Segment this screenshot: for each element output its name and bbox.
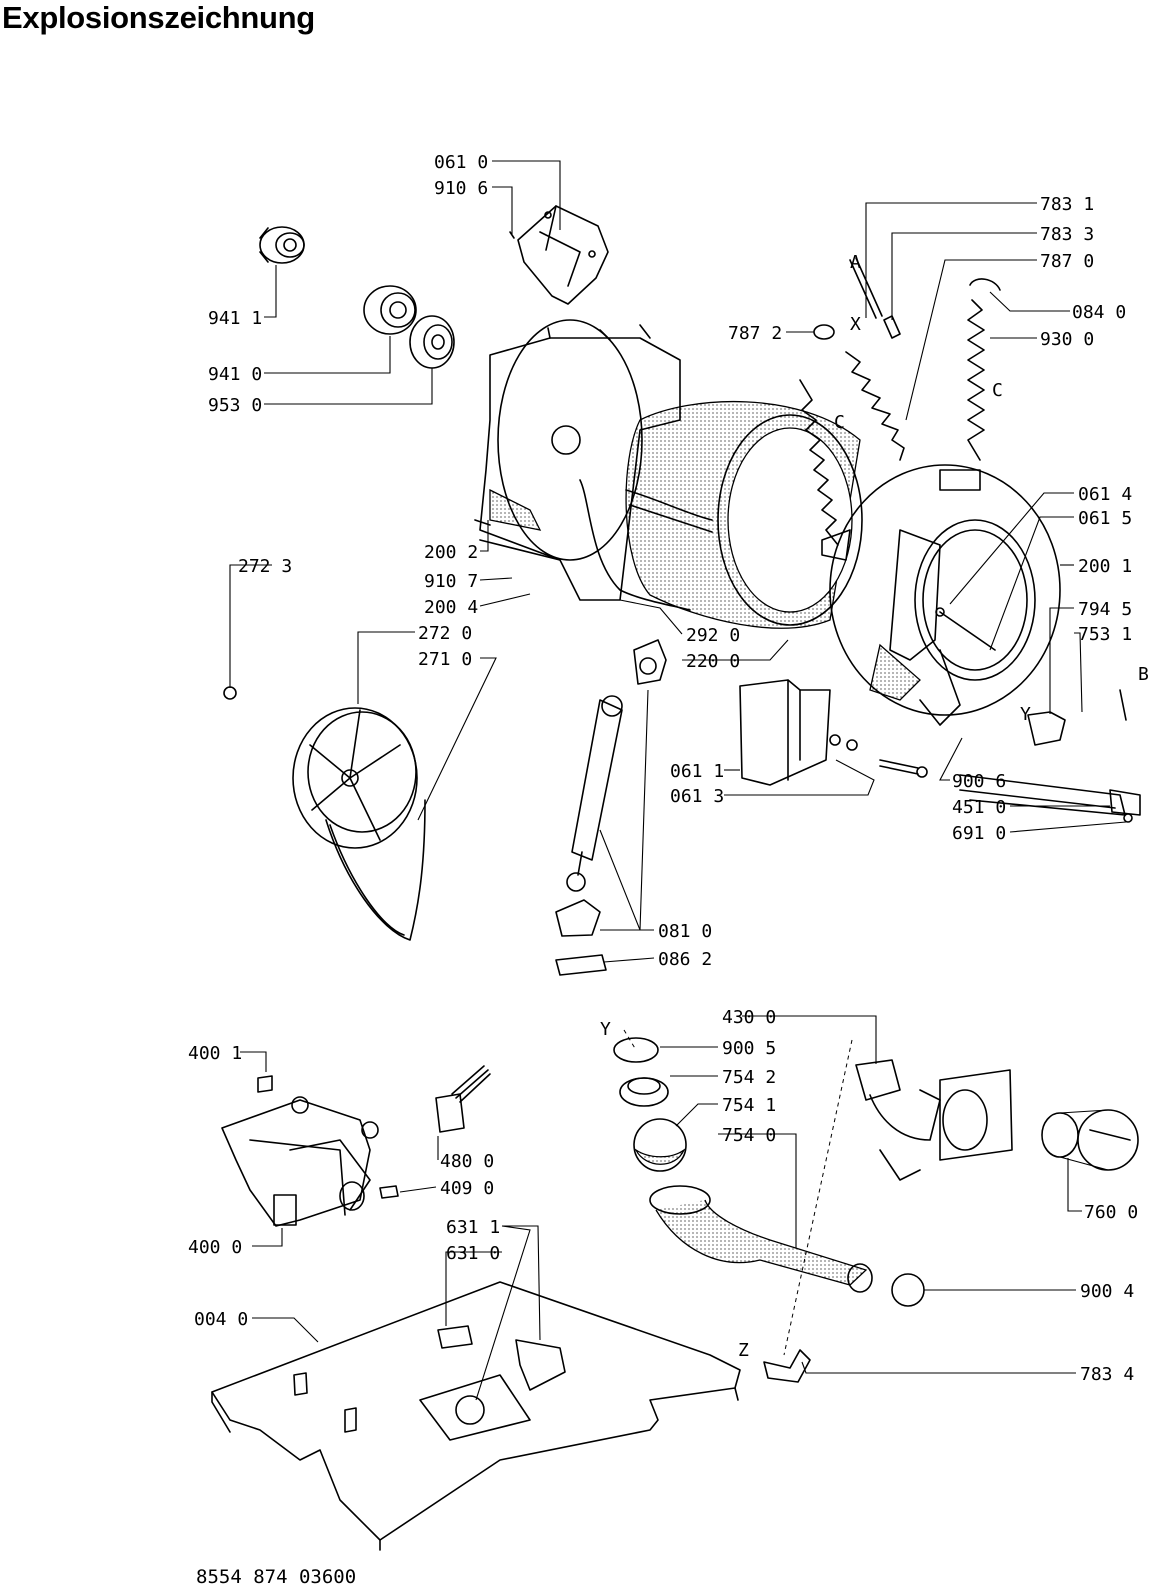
label-292-0: 292 0 (686, 625, 740, 646)
label-084-0: 084 0 (1072, 302, 1126, 323)
label-451-0: 451 0 (952, 797, 1006, 818)
document-number: 8554 874 03600 (196, 1566, 357, 1588)
label-953-0: 953 0 (208, 395, 262, 416)
label-900-6: 900 6 (952, 771, 1006, 792)
label-061-0-top: 061 0 (434, 152, 488, 173)
label-400-1: 400 1 (188, 1043, 242, 1064)
label-783-3: 783 3 (1040, 224, 1094, 245)
ref-letter-c-left: C (834, 412, 845, 433)
label-754-0: 754 0 (722, 1125, 776, 1146)
label-061-4: 061 4 (1078, 484, 1132, 505)
clamp-ring-drawing (613, 1037, 659, 1063)
label-691-0: 691 0 (952, 823, 1006, 844)
pressure-hose-drawing (813, 257, 905, 461)
shock-absorber-drawing (555, 639, 667, 976)
motor-connector-drawing (435, 1065, 491, 1133)
label-941-0: 941 0 (208, 364, 262, 385)
label-910-7: 910 7 (424, 571, 478, 592)
label-900-5: 900 5 (722, 1038, 776, 1059)
label-061-5: 061 5 (1078, 508, 1132, 529)
heater-element-drawing (959, 689, 1141, 823)
elbow-hose-drawing (763, 1349, 811, 1383)
float-ball-drawing (633, 1118, 687, 1172)
label-754-1: 754 1 (722, 1095, 776, 1116)
label-200-4: 200 4 (424, 597, 478, 618)
sump-hose-drawing (649, 1185, 873, 1293)
label-220-0: 220 0 (686, 651, 740, 672)
front-tub-half-drawing (829, 464, 1061, 726)
counterweight-top-drawing (509, 205, 609, 305)
ref-letter-y-sump: Y (600, 1019, 611, 1040)
drain-pump-drawing (855, 1059, 1013, 1181)
page-title: Explosionszeichnung (2, 0, 315, 35)
label-004-0: 004 0 (194, 1309, 248, 1330)
label-754-2: 754 2 (722, 1067, 776, 1088)
ball-seat-drawing (619, 1077, 669, 1107)
base-plate-drawing (211, 1281, 741, 1551)
shaft-seal-drawing (409, 315, 455, 369)
label-900-4: 900 4 (1080, 1281, 1134, 1302)
label-480-0: 480 0 (440, 1151, 494, 1172)
label-930-0: 930 0 (1040, 329, 1094, 350)
label-086-2: 086 2 (658, 949, 712, 970)
label-787-0: 787 0 (1040, 251, 1094, 272)
label-783-4: 783 4 (1080, 1364, 1134, 1385)
left-spring-drawing (799, 379, 851, 561)
bearing-small-drawing (259, 226, 305, 264)
label-631-1: 631 1 (446, 1217, 500, 1238)
drum-drawing (579, 400, 863, 629)
ref-letter-z: Z (738, 1340, 749, 1361)
label-271-0: 271 0 (418, 649, 472, 670)
bushing-drawing (223, 686, 237, 700)
label-631-0: 631 0 (446, 1243, 500, 1264)
label-760-0: 760 0 (1084, 1202, 1138, 1223)
label-061-1: 061 1 (670, 761, 724, 782)
label-272-0: 272 0 (418, 623, 472, 644)
ref-letter-y-tub: Y (1020, 704, 1031, 725)
label-200-2: 200 2 (424, 542, 478, 563)
label-941-1: 941 1 (208, 308, 262, 329)
drum-pulley-drawing (292, 707, 426, 941)
label-787-2: 787 2 (728, 323, 782, 344)
leader-lines (229, 160, 1127, 1401)
ref-letter-x: X (850, 314, 861, 335)
label-272-3: 272 3 (238, 556, 292, 577)
label-061-3: 061 3 (670, 786, 724, 807)
label-783-1: 783 1 (1040, 194, 1094, 215)
motor-drawing (221, 1075, 399, 1227)
label-200-1: 200 1 (1078, 556, 1132, 577)
counterweight-front-drawing (739, 679, 928, 786)
reference-letters: A X C C B Y Y Z (600, 252, 1149, 1361)
label-400-0: 400 0 (188, 1237, 242, 1258)
label-409-0: 409 0 (440, 1178, 494, 1199)
label-753-1: 753 1 (1078, 624, 1132, 645)
ref-letter-c-right: C (992, 380, 1003, 401)
ref-letter-b: B (1138, 664, 1149, 685)
right-spring-drawing (967, 278, 1001, 461)
bearing-large-drawing (363, 285, 417, 335)
label-794-5: 794 5 (1078, 599, 1132, 620)
ref-letter-a: A (850, 252, 861, 273)
hose-clamp-drawing (891, 1273, 925, 1307)
label-910-6: 910 6 (434, 178, 488, 199)
label-081-0: 081 0 (658, 921, 712, 942)
part-number-labels: 061 0 910 6 941 1 941 0 953 0 783 1 783 … (188, 152, 1138, 1385)
pump-filter-drawing (1041, 1109, 1139, 1171)
label-430-0: 430 0 (722, 1007, 776, 1028)
